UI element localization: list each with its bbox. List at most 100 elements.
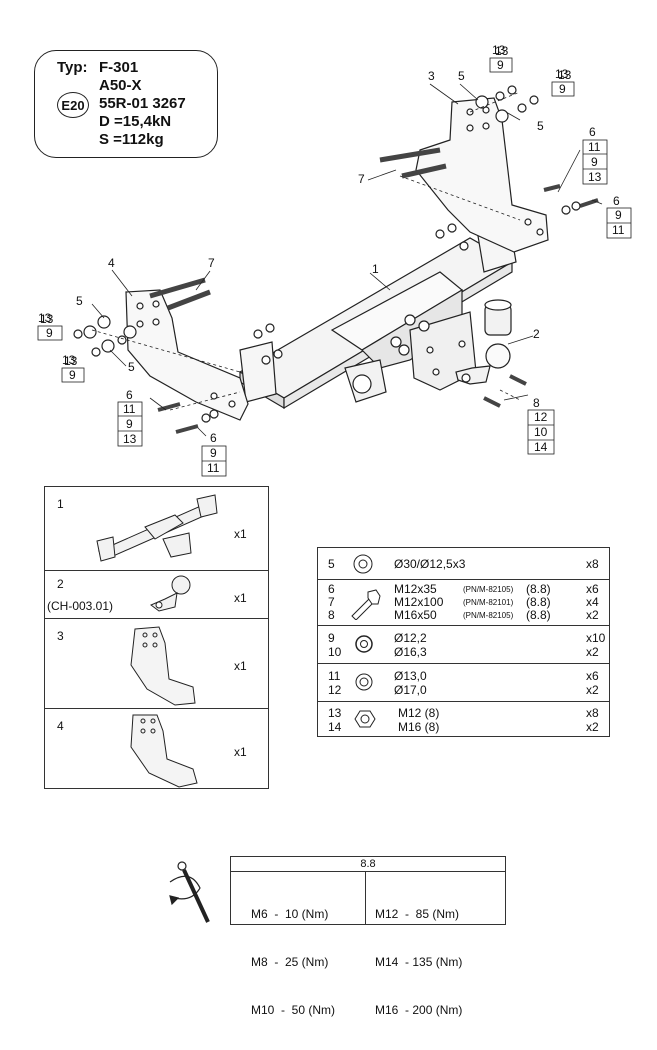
part-row-2: 2 (CH-003.01) x1: [45, 571, 268, 619]
hw-spec-2: Ø17,0: [394, 683, 427, 697]
hw-num: 9 10: [328, 631, 342, 659]
box-rs-9: 9: [591, 155, 598, 169]
part-row-3: 3 x1: [45, 619, 268, 709]
hw-qty: x8: [586, 557, 599, 571]
hw-pn-2: (PN/M-82101): [463, 598, 514, 607]
hw-num: 6 7 8: [328, 582, 335, 622]
typ-label: Typ:: [57, 59, 88, 76]
hw-spec: Ø30/Ø12,5x3: [394, 557, 466, 571]
part-number: 2: [57, 577, 64, 591]
approval-mark: E20: [57, 92, 89, 118]
box-top-13: 13: [495, 44, 509, 58]
hw-qty: x8 x2: [586, 706, 599, 734]
hw-spec-2: M12x100: [394, 595, 444, 609]
washer-icon: [353, 554, 373, 574]
torque-left-col: M6 - 10 (Nm) M8 - 25 (Nm) M10 - 50 (Nm): [251, 874, 335, 1050]
callout-7b: 7: [208, 256, 215, 270]
box-rs-11: 11: [588, 140, 601, 154]
s-value: S =112kg: [99, 131, 164, 148]
hardware-table: 5 Ø30/Ø12,5x3 x8 6 7 8 M12x35 M12x100 M1…: [317, 547, 610, 737]
callout-8: 8: [533, 396, 540, 410]
callout-1: 1: [372, 262, 379, 276]
part-qty: x1: [234, 591, 247, 605]
part-code: (CH-003.01): [47, 599, 114, 613]
callout-5d: 5: [128, 360, 135, 374]
box-right-13: 13: [558, 68, 572, 82]
tow-ball-thumbnail: [150, 575, 191, 612]
boxed-callouts: 13 9 13 9 11 9 13 9 11 13 9 13 9 11 9 13: [37, 44, 632, 477]
parts-list: 1 x1 2 (CH-003.01) x1 3: [44, 486, 269, 789]
box-rs-13: 13: [588, 170, 602, 184]
part-number: 3: [57, 629, 64, 643]
torque-wrench-icon: [169, 861, 210, 923]
callout-6b: 6: [613, 194, 620, 208]
right-side-bracket: [415, 97, 549, 253]
callout-2: 2: [533, 327, 540, 341]
box-br-12: 12: [534, 410, 548, 424]
box-left-9: 9: [46, 326, 53, 340]
hw-row-11-12: 11 12 Ø13,0 Ø17,0 x6 x2: [318, 664, 609, 702]
hw-row-13-14: 13 14 M12 (8) M16 (8) x8 x2: [318, 702, 609, 738]
torque-left-3: M10 - 50 (Nm): [251, 1003, 336, 1017]
washers-and-nuts: [73, 85, 581, 423]
box-ls-11: 11: [123, 402, 136, 416]
box-ls-9: 9: [126, 417, 133, 431]
box-bm-9: 9: [210, 446, 217, 460]
box-br-10: 10: [534, 425, 548, 439]
torque-left-1: M6 - 10 (Nm): [251, 907, 329, 921]
part-row-4: 4 x1: [45, 709, 268, 790]
hw-spec-1: Ø13,0: [394, 669, 427, 683]
hw-spec-2: M16 (8): [398, 720, 440, 734]
callout-3: 3: [428, 69, 435, 83]
part-number: 4: [57, 719, 64, 733]
hw-num: 11 12: [328, 669, 342, 697]
bolt-icon: [351, 589, 381, 620]
callout-13d: 13: [62, 353, 76, 367]
hw-spec-1: M12 (8): [398, 706, 440, 720]
callout-4: 4: [108, 256, 115, 270]
hw-qty: x6 x4 x2: [586, 582, 599, 622]
callout-5c: 5: [76, 294, 83, 308]
hw-pn-1: (PN/M-82105): [463, 585, 514, 594]
hw-qty: x6 x2: [586, 669, 599, 697]
box-top-9: 9: [497, 58, 504, 72]
callout-13b: 13: [555, 67, 569, 81]
nut-icon: [354, 710, 376, 728]
left-bracket-thumbnail: [130, 714, 198, 788]
callout-5b: 5: [537, 119, 544, 133]
box-right-9: 9: [559, 82, 566, 96]
left-side-bracket: [125, 289, 249, 421]
hw-grade-1: (8.8): [526, 582, 551, 596]
box-left2-9: 9: [69, 368, 76, 382]
callout-13c: 13: [38, 311, 52, 325]
torque-grade: 8.8: [231, 857, 505, 872]
hw-spec-1: M12x35: [394, 582, 437, 596]
hw-spec-1: Ø12,2: [394, 631, 427, 645]
right-bracket-thumbnail: [130, 626, 196, 706]
flat-washer-icon: [355, 673, 373, 691]
callout-6c: 6: [126, 388, 133, 402]
crossbar-beam: [238, 225, 517, 410]
callout-13a: 13: [492, 43, 506, 57]
callout-7a: 7: [358, 172, 365, 186]
exploded-assembly-drawing: 1 2 3 4 5 5 5 5 6 6 6 6 7 7 8 13 9 13 9 …: [37, 44, 632, 923]
torque-right-3: M16 - 200 (Nm): [375, 1003, 463, 1017]
box-left2-13: 13: [64, 354, 78, 368]
torque-table: 8.8 M6 - 10 (Nm) M8 - 25 (Nm) M10 - 50 (…: [230, 856, 506, 1017]
hw-row-5: 5 Ø30/Ø12,5x3 x8: [318, 548, 609, 580]
hw-row-6-8: 6 7 8 M12x35 M12x100 M16x50 (PN/M-82105)…: [318, 580, 609, 626]
hw-spec-3: M16x50: [394, 608, 437, 622]
torque-divider: [365, 871, 366, 925]
tow-ball: [455, 299, 512, 385]
hw-num: 13 14: [328, 706, 342, 734]
leader-lines: [91, 83, 603, 437]
torque-right-2: M14 - 135 (Nm): [375, 955, 463, 969]
callout-6d: 6: [210, 431, 217, 445]
spring-washer-icon: [355, 635, 373, 653]
crossbar-thumbnail: [96, 494, 218, 562]
hw-grade-3: (8.8): [526, 608, 551, 622]
callout-6a: 6: [589, 125, 596, 139]
approval-number: 55R-01 3267: [99, 95, 186, 112]
hw-grade-2: (8.8): [526, 595, 551, 609]
long-bolts: [149, 147, 447, 311]
